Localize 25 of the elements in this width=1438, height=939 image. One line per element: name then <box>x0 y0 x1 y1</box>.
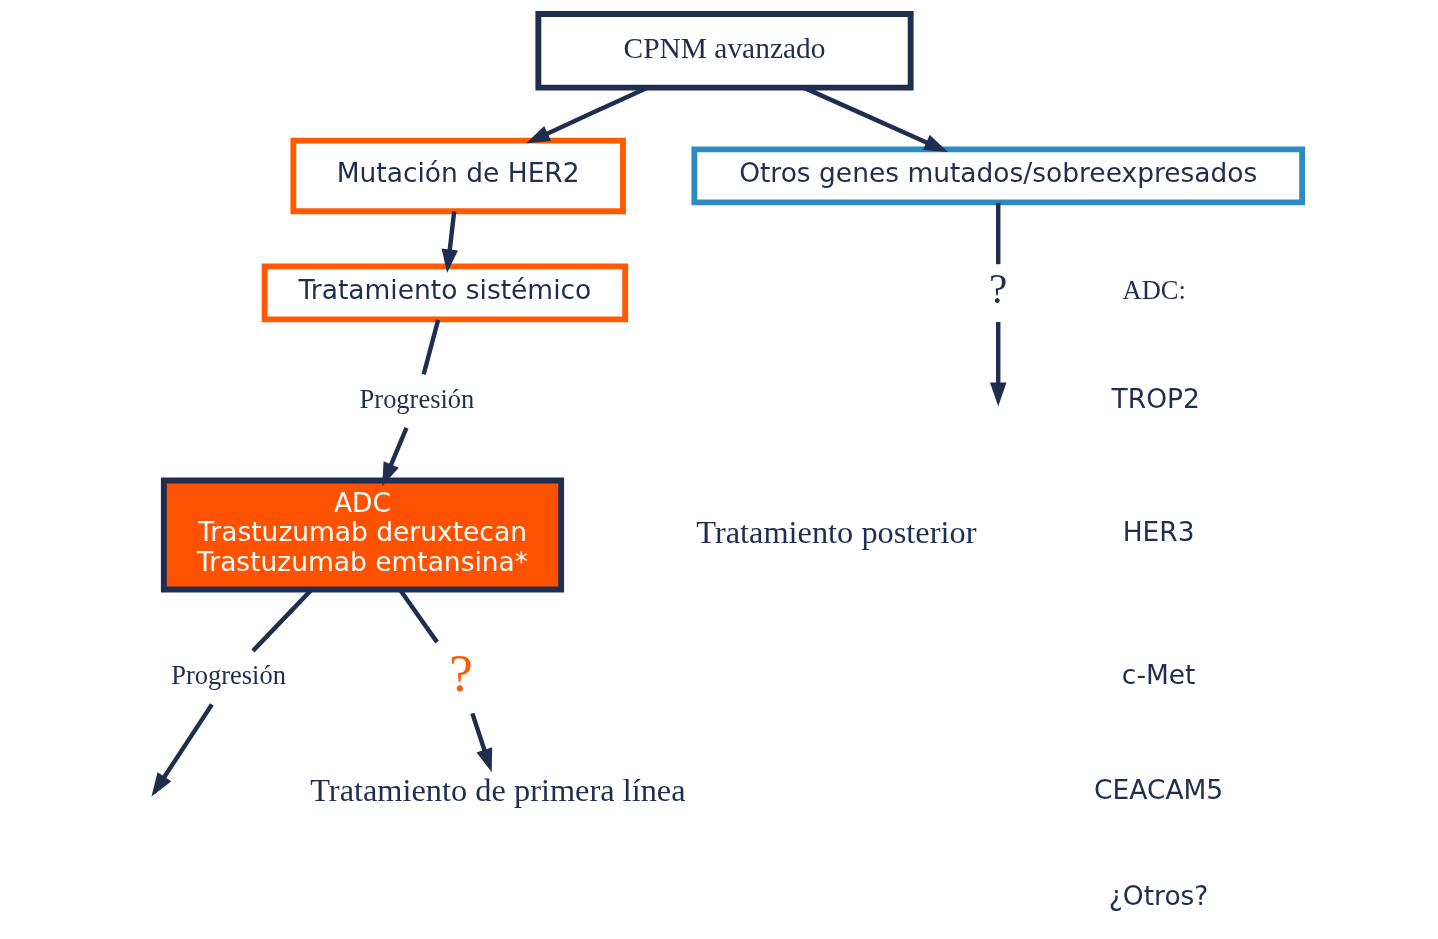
arrow <box>802 85 948 152</box>
label: ADC: <box>1122 275 1186 306</box>
label: HER3 <box>1122 516 1195 548</box>
arrow <box>441 211 458 273</box>
node-text: Tratamiento de primera línea <box>310 771 686 808</box>
connector <box>996 202 1001 265</box>
node-text: ? <box>989 266 1008 313</box>
node-box: ADC Trastuzumab deruxtecan Trastuzumab emtansina* <box>160 477 565 593</box>
node-box: CPNM avanzado <box>535 11 914 91</box>
node-box: Mutación de HER2 <box>290 137 626 215</box>
label: CEACAM5 <box>1094 773 1224 805</box>
label: TROP2 <box>1111 382 1200 414</box>
connector <box>421 319 441 375</box>
node-box: Tratamiento sistémico <box>261 263 629 323</box>
arrow <box>382 426 409 487</box>
label: c-Met <box>1121 659 1196 691</box>
arrow <box>526 85 649 144</box>
label: ¿Otros? <box>1108 879 1209 911</box>
arrow <box>470 712 493 773</box>
node-text: ? <box>449 643 473 702</box>
arrow <box>989 322 1007 407</box>
node-text: Progresión <box>171 660 286 691</box>
label: Tratamiento posterior <box>696 514 977 551</box>
node-text: Progresión <box>359 383 475 414</box>
node-box: Otros genes mutados/sobreexpresados <box>691 146 1306 206</box>
